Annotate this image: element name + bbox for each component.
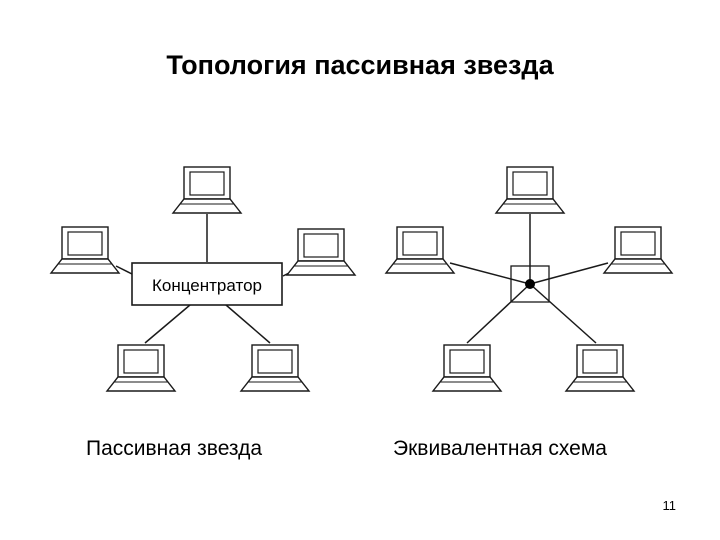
page-number: 11 [662,498,677,513]
slide-title: Топология пассивная звезда [166,50,554,80]
link-right [529,262,609,285]
link-bottom-right [225,304,271,344]
hub-label: Концентратор [152,276,262,295]
junction-box [510,265,550,303]
link-left [115,265,135,276]
connection-lines [449,214,609,344]
computer-icon [172,166,242,214]
link-bottom-left [466,283,531,344]
link-bottom-right [529,283,597,344]
computer-icon [240,344,310,392]
computer-icon [385,226,455,274]
computer-icon [286,228,356,276]
computer-icon [603,226,673,274]
hub-box [131,262,283,306]
computer-icon [565,344,635,392]
computer-icon [50,226,120,274]
link-left [449,262,531,285]
junction-node [525,279,535,289]
computer-icon [432,344,502,392]
passive-star-diagram: Концентратор [50,166,356,392]
caption-equivalent-scheme: Эквивалентная схема [393,437,607,460]
link-bottom-left [144,304,191,344]
computer-icon [495,166,565,214]
caption-passive-star: Пассивная звезда [86,437,263,460]
equivalent-scheme-diagram [385,166,673,392]
computer-icon [106,344,176,392]
